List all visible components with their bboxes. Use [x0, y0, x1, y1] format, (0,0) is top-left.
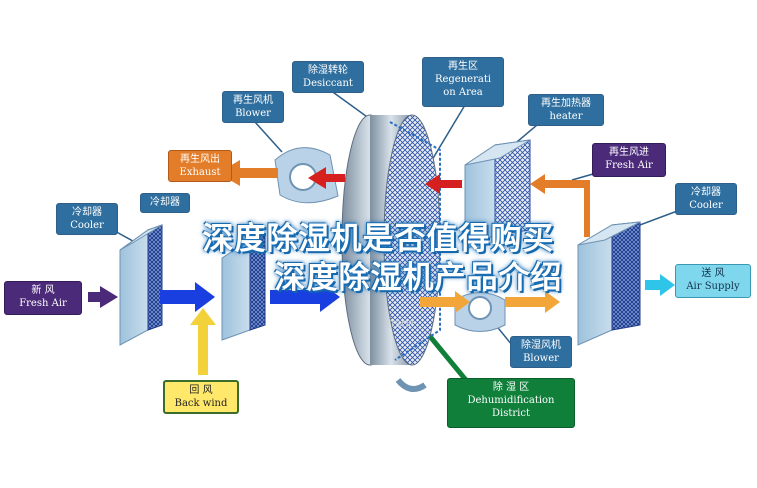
- regen-blower-unit: [274, 147, 339, 204]
- right-cooler-unit: [577, 221, 641, 346]
- left-cooler-unit: [119, 224, 163, 346]
- watermark: XTSOP: [384, 320, 414, 330]
- second-cooler-unit: [221, 235, 266, 341]
- process-arrows: [88, 274, 675, 375]
- rotation-arrow: [395, 378, 427, 392]
- overlay-title-line-2: 深度除湿机产品介绍: [274, 260, 563, 296]
- label-cooler-left-2: 冷却器: [140, 193, 190, 213]
- regen-arrows: [218, 160, 590, 237]
- overlay-title-line-1: 深度除湿机是否值得购买: [202, 221, 555, 257]
- regen-heater-unit: [464, 139, 531, 251]
